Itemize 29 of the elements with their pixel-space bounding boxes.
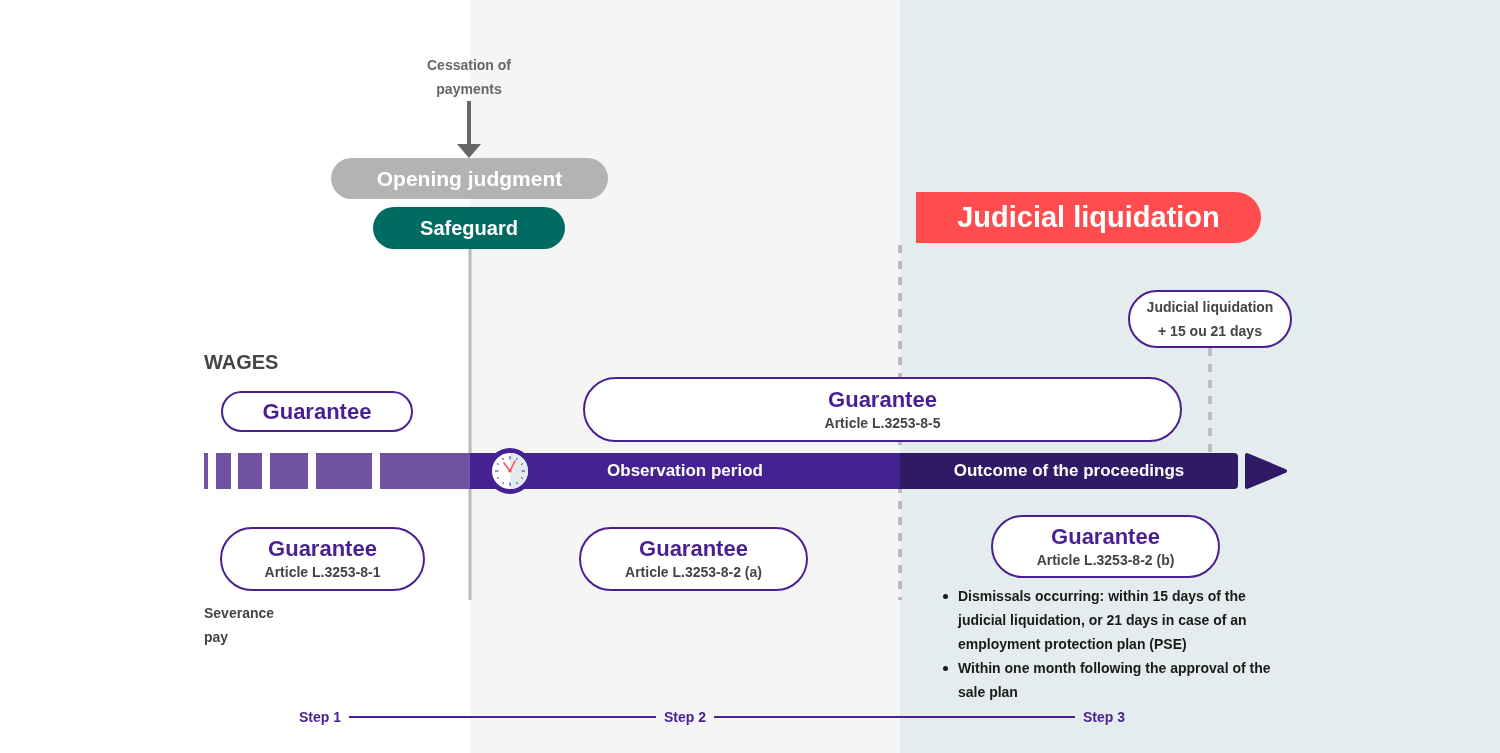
deadline-pill: Judicial liquidation + 15 ou 21 days (1128, 290, 1292, 348)
condition-text: Within one month following the approval of the sale plan (958, 659, 1272, 702)
procedure-pill: Safeguard (373, 207, 565, 249)
connector-line (713, 716, 1076, 718)
condition-text: Dismissals occurring: within 15 days of the judicial liquidation, or 21 days in case of an employment protection plan (PSE) (958, 587, 1248, 654)
step-label: Step 3 (1083, 707, 1125, 727)
article-reference: Article L.3253-8-1 (264, 563, 381, 582)
connector-line (348, 716, 657, 718)
guarantee-pill (220, 527, 425, 591)
article-reference: Article L.3253-8-2 (b) (1036, 550, 1175, 570)
arrow (457, 101, 481, 158)
row-label: Severance pay (204, 604, 276, 647)
procedure-pill: Opening judgment (331, 158, 608, 199)
article-reference: Article L.3253-8-2 (a) (625, 563, 762, 582)
guarantee-heading: Guarantee (1051, 523, 1160, 550)
procedure-banner: Judicial liquidation (916, 192, 1261, 243)
event-label: Cessation of payments (427, 53, 511, 101)
dashed-line (1208, 348, 1212, 453)
guarantee-heading: Guarantee (268, 536, 377, 562)
guarantee-pill (579, 527, 808, 591)
section-heading: WAGES (204, 350, 279, 375)
article-reference: Article L.3253-8-5 (824, 413, 941, 433)
step-label: Step 2 (664, 707, 706, 727)
timeline-bar-segment: Outcome of the proceedings (900, 453, 1238, 489)
guarantee-heading: Guarantee (828, 386, 937, 413)
step-label: Step 1 (299, 707, 341, 727)
guarantee-heading: Guarantee (639, 536, 748, 562)
guarantee-pill: Guarantee (221, 391, 413, 432)
timeline-bar-segment: Observation period (470, 453, 900, 489)
